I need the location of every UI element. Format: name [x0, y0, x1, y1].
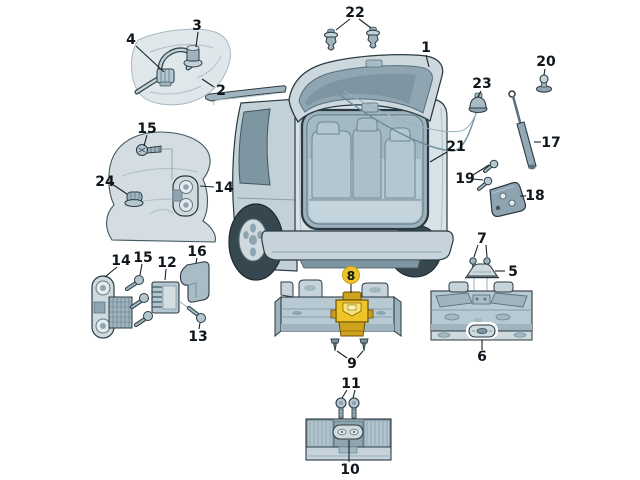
callout-15a: 15: [137, 121, 156, 137]
callout-21: 21: [446, 139, 465, 155]
callout-13: 13: [188, 329, 207, 345]
part-22-clips: [324, 26, 380, 51]
callout-9: 9: [347, 356, 357, 372]
callout-11: 11: [341, 376, 360, 392]
part-24-plug: [124, 191, 144, 207]
callout-8-badge: [342, 266, 360, 284]
callout-16: 16: [187, 244, 206, 260]
part-14-latch-plate-upper: [172, 175, 199, 217]
leader-line: [472, 164, 490, 176]
callout-24: 24: [95, 174, 115, 190]
part-3-bolt: [183, 45, 203, 68]
callout-14a: 14: [214, 180, 234, 196]
part-15-screw-upper: [135, 143, 162, 157]
leader-line: [473, 244, 479, 258]
callout-8: 8: [347, 268, 356, 283]
leader-line: [429, 151, 448, 163]
leader-line: [164, 268, 167, 281]
leader-line: [358, 18, 372, 29]
callout-17: 17: [541, 135, 560, 151]
wedge-assembly: [430, 257, 533, 341]
rear-bumper: [261, 230, 454, 261]
callout-22: 22: [345, 5, 364, 21]
part-15-screws-lower: [124, 275, 153, 328]
leader-line: [472, 178, 484, 181]
callout-23: 23: [472, 76, 491, 92]
leader-line: [425, 54, 430, 68]
part-4-clamp: [156, 68, 175, 87]
leader-line: [485, 244, 488, 258]
interior-view: [309, 117, 421, 222]
leader-line: [104, 266, 118, 278]
callout-4: 4: [126, 32, 136, 48]
vehicle-illustration: [205, 54, 478, 281]
part-8-lock: [330, 291, 374, 337]
part-13-screw: [186, 305, 206, 323]
callout-10: 10: [340, 462, 360, 478]
part-14-grid-block: [108, 296, 133, 329]
part-12-buffer-block: [151, 281, 180, 314]
leader-line: [201, 78, 215, 88]
leader-line: [341, 389, 348, 399]
callout-12: 12: [157, 255, 176, 271]
part-6-striker-bracket: [466, 322, 498, 339]
callouts: 3 4 2 22 1 23 20 17 21 19 18 15 24 14 14…: [95, 5, 560, 478]
leader-line: [135, 45, 165, 73]
part-20-ball-stud: [536, 74, 552, 93]
leader-line: [352, 389, 356, 399]
callout-20: 20: [536, 54, 556, 70]
hinge-cluster: [91, 261, 210, 339]
hose-detail-inset: [131, 28, 231, 106]
part-19-screws: [477, 159, 499, 191]
leader-line: [356, 350, 364, 359]
leader-line: [111, 183, 128, 195]
leader-line: [335, 18, 351, 31]
callout-14b: 14: [111, 253, 131, 269]
callout-18: 18: [525, 188, 544, 204]
callout-19: 19: [455, 171, 474, 187]
leader-line: [543, 68, 546, 76]
part-11-bolts: [335, 397, 360, 419]
callout-2: 2: [216, 83, 226, 99]
callout-3: 3: [192, 18, 202, 34]
leader-line: [195, 257, 198, 264]
part-23-grommet: [468, 92, 488, 113]
part-17-gas-strut: [508, 90, 537, 170]
part-14-latch-plate-lower: [91, 275, 115, 339]
part-5-wedge: [465, 263, 499, 279]
callout-6: 6: [477, 349, 487, 365]
callout-1: 1: [421, 40, 431, 56]
part-18-bracket: [489, 181, 527, 218]
leader-line: [143, 134, 148, 147]
callout-5: 5: [508, 264, 518, 280]
leader-line: [477, 90, 482, 98]
leader-line: [139, 263, 143, 276]
callout-7: 7: [477, 231, 487, 247]
leader-line: [195, 31, 199, 48]
strut-group: [468, 74, 552, 218]
callout-15b: 15: [133, 250, 152, 266]
leader-line: [199, 185, 215, 188]
pillar-latch-inset: [106, 131, 216, 243]
part-16-cover: [179, 261, 210, 303]
leader-line: [336, 350, 348, 359]
part-1-tailgate: [288, 54, 444, 124]
lock-assembly: [274, 279, 402, 352]
leader-line: [198, 322, 201, 330]
part-9-screws: [330, 338, 369, 352]
